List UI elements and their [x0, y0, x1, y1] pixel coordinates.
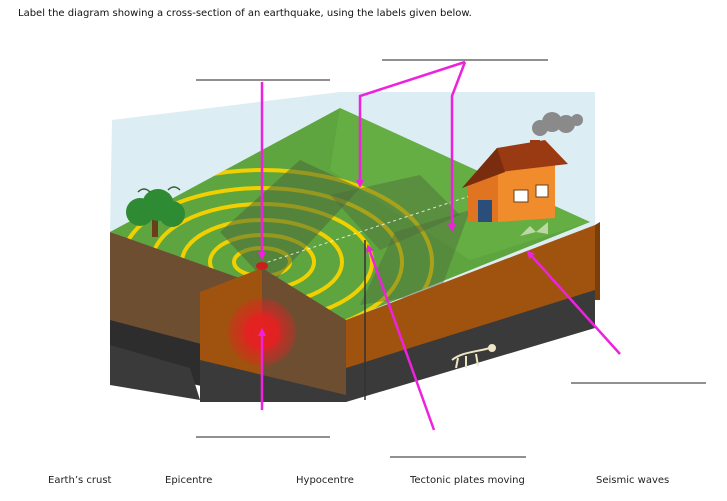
- house-icon: [462, 112, 583, 222]
- word-bank-term-3: Hypocentre: [296, 475, 354, 486]
- arrow-plate-right: [448, 61, 467, 232]
- instruction-text: Label the diagram showing a cross-sectio…: [18, 8, 472, 19]
- answer-blanks: [196, 59, 706, 458]
- arrow-plate-left: [356, 60, 466, 188]
- smoke-icon: [532, 112, 583, 136]
- arrow-seismic-waves: [366, 244, 436, 431]
- grass-tufts: [520, 222, 548, 236]
- pointer-arrows: [258, 60, 621, 431]
- fossil-icon: [451, 344, 496, 369]
- word-bank-term-2: Epicentre: [165, 475, 213, 486]
- tree-icon: [126, 186, 185, 237]
- word-bank-term-1: Earth’s crust: [48, 475, 112, 486]
- word-bank-term-4: Tectonic plates moving: [410, 475, 525, 486]
- word-bank-term-5: Seismic waves: [596, 475, 670, 486]
- ground-surface: [110, 108, 590, 320]
- epicentre-marker: [256, 262, 268, 270]
- fault-line: [261, 195, 471, 265]
- arrow-crust: [526, 250, 621, 355]
- plate-motion-shadow: [220, 160, 360, 286]
